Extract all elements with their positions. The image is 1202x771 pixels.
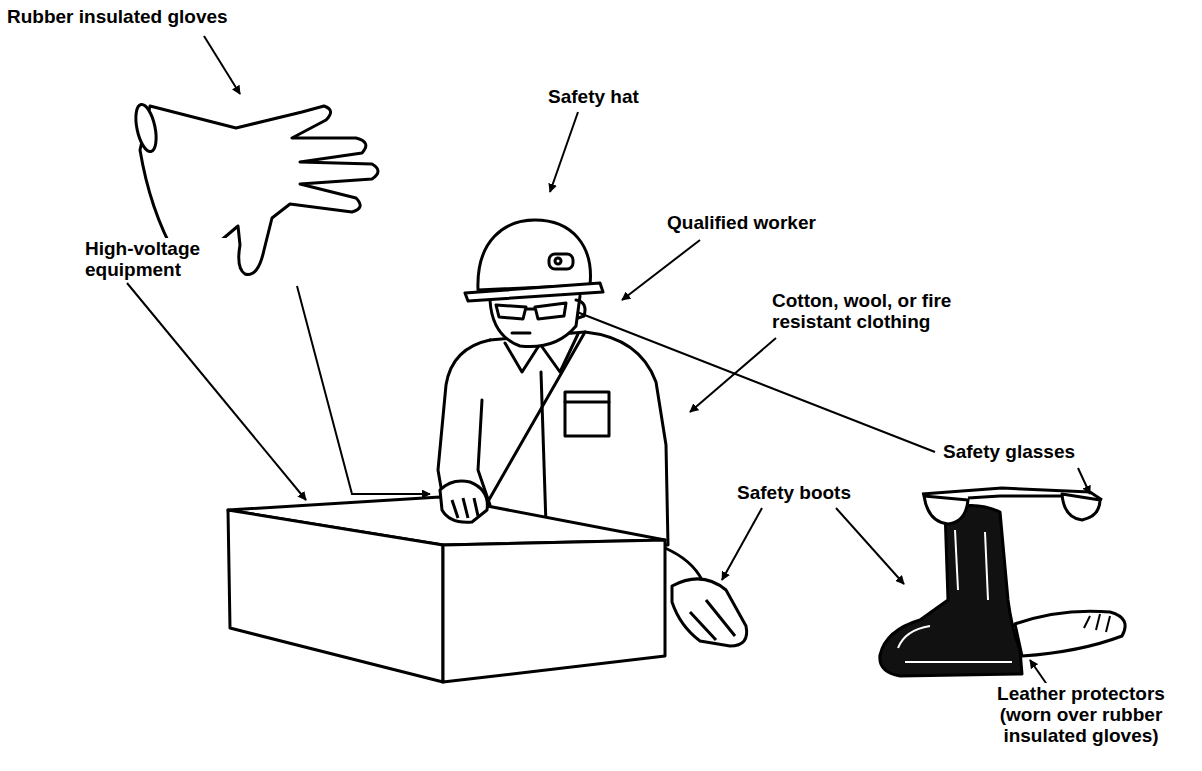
leader-lines [1078,468,1090,494]
leader-lines [622,240,700,300]
callout-label: Leather protectors (worn over rubber ins… [970,683,1192,746]
qualified-worker [541,372,546,525]
safety-glasses [924,496,968,524]
safety-hat [478,220,591,290]
callout-label: Safety hat [546,86,641,107]
qualified-worker [565,392,609,436]
safety-boot [880,505,1022,676]
worker-hand [440,481,487,522]
callout-label: High-voltage equipment [83,238,237,280]
leather-protector [1015,611,1125,656]
qualified-worker [490,296,580,347]
callout-label: Safety glasses [941,441,1077,462]
worker-knee-boot [672,579,747,646]
safety-glasses [968,496,1062,498]
high-voltage-box [228,510,443,682]
leather-protector [1015,611,1125,656]
qualified-worker [438,332,668,545]
leader-lines [550,112,578,192]
rubber-glove [132,103,160,154]
safety-hat [555,258,561,264]
safety-boot [898,530,1012,662]
safety-hat [465,220,603,301]
leader-lines [690,338,776,412]
callout-label: Rubber insulated gloves [5,6,230,27]
leader-lines [127,283,306,500]
leather-protector [1084,614,1110,632]
worker-hand [452,498,478,518]
safety-glasses [1062,494,1100,520]
leader-lines [127,36,1090,686]
safety-glasses [922,488,1102,524]
leader-lines [577,312,935,452]
leader-lines [297,286,430,494]
leader-lines [204,36,240,94]
qualified-worker [512,332,530,335]
high-voltage-box [228,497,665,682]
worker-hand [440,481,487,522]
high-voltage-box [443,540,665,682]
callout-label: Qualified worker [665,212,818,233]
qualified-worker [496,303,566,319]
worker-knee-boot [665,548,702,580]
callout-label: Safety boots [735,482,853,503]
worker-knee-boot [665,548,747,646]
leader-lines [836,508,904,584]
qualified-worker [565,401,609,404]
safety-hat [465,283,603,301]
safety-boot [880,505,1022,676]
safety-hat [549,254,573,269]
worker-knee-boot [690,600,735,640]
leader-lines [722,508,762,580]
callout-label: Cotton, wool, or fire resistant clothing [770,290,994,332]
